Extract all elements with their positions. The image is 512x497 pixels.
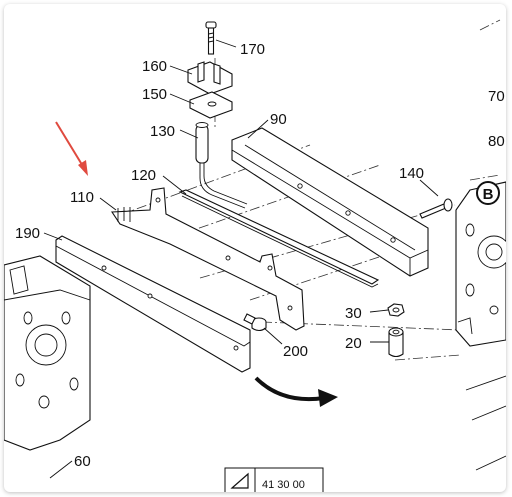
callout-120: 120 — [131, 167, 156, 184]
part-90-rail — [231, 127, 429, 277]
part-120-strip — [178, 189, 380, 288]
callout-110: 110 — [70, 189, 94, 206]
reference-box: 41 30 00 — [224, 467, 324, 492]
curved-arrow-icon — [254, 376, 338, 407]
part-20-spacer — [388, 327, 404, 358]
left-housing — [4, 255, 91, 451]
diagram-frame: B 170 160 150 130 90 140 120 110 190 — [4, 4, 506, 492]
callout-30: 30 — [345, 305, 362, 322]
callout-160: 160 — [142, 58, 167, 75]
callout-20: 20 — [345, 335, 362, 352]
callout-60: 60 — [74, 453, 91, 470]
callout-90: 90 — [270, 111, 287, 128]
part-190-bar — [55, 235, 251, 373]
exploded-parts-diagram: B 170 160 150 130 90 140 120 110 190 — [4, 19, 506, 492]
callout-170: 170 — [240, 41, 265, 58]
callout-200: 200 — [283, 343, 308, 360]
callout-70-partial: 70 — [488, 88, 505, 105]
part-150-plate — [189, 91, 233, 119]
callout-150: 150 — [142, 86, 167, 103]
callout-140: 140 — [399, 165, 424, 182]
part-160-bracket — [187, 61, 233, 95]
part-130-sensor — [195, 122, 248, 209]
leader-lines — [43, 39, 439, 479]
part-140-screw — [419, 198, 453, 219]
callout-130: 130 — [150, 123, 175, 140]
reference-code: 41 30 00 — [262, 479, 305, 491]
right-housing — [455, 181, 506, 471]
part-200-screw — [243, 313, 267, 332]
view-marker-b: B — [476, 181, 500, 205]
circled-letter-b-icon: B — [483, 186, 494, 203]
part-110-frame — [111, 187, 305, 331]
callout-190: 190 — [15, 225, 40, 242]
part-170-screw — [205, 21, 217, 55]
part-30-nut — [387, 303, 405, 317]
page-ref-icon — [230, 472, 249, 489]
callout-labels: 170 160 150 130 90 140 120 110 190 30 20… — [15, 41, 505, 470]
callout-80-partial: 80 — [488, 133, 505, 150]
red-arrow-icon — [55, 121, 88, 176]
